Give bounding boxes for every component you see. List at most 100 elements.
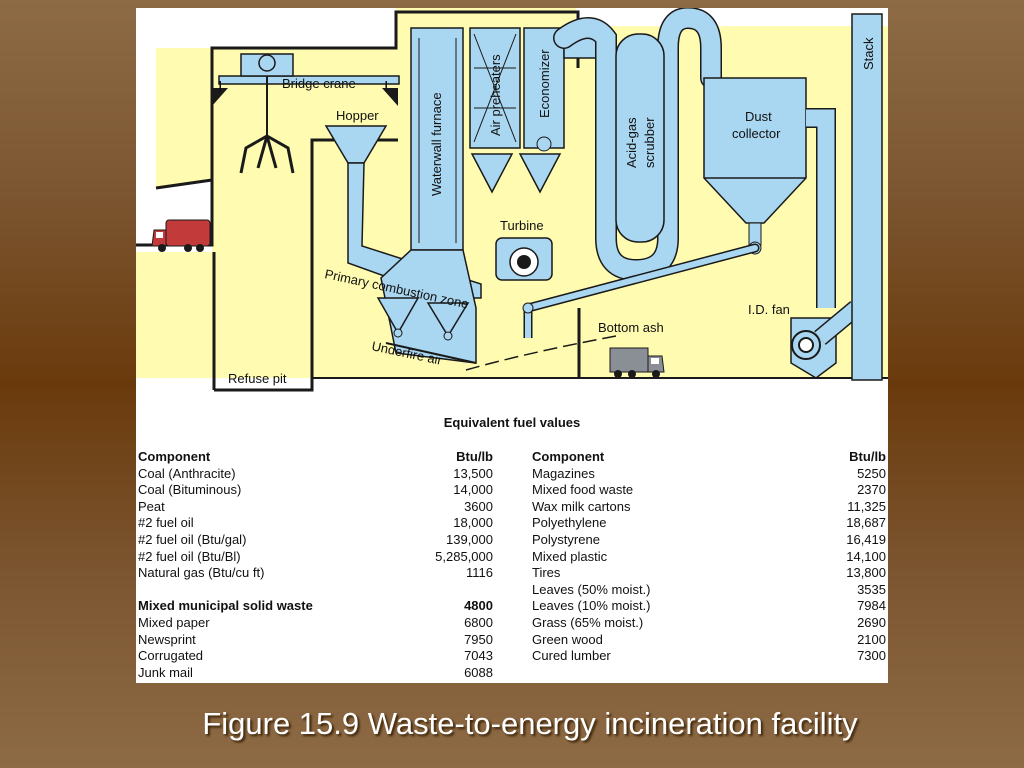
slide-caption: Figure 15.9 Waste-to-energy incineration… — [202, 706, 858, 741]
component-cell: Grass (65% moist.) — [532, 614, 644, 630]
header-value: Btu/lb — [456, 449, 493, 464]
label-bridge-crane: Bridge crane — [282, 76, 356, 91]
table-header-row: Component Btu/lb — [532, 449, 886, 466]
component-cell: Mixed paper — [138, 614, 210, 630]
table-row: Coal (Anthracite) 13,500 — [138, 466, 493, 483]
garbage-truck-icon — [151, 219, 211, 252]
component-cell: Green wood — [532, 631, 603, 647]
component-cell: Newsprint — [138, 631, 196, 647]
feed-chute — [347, 162, 482, 299]
component-cell: Tires — [532, 565, 561, 581]
btu-value-cell: 16,419 — [846, 531, 886, 547]
label-economizer: Economizer — [537, 49, 552, 118]
fuel-table-left: Component Btu/lb Coal (Anthracite) 13,500… — [138, 449, 493, 681]
ash-hopper-right — [518, 153, 562, 194]
building — [136, 8, 888, 378]
label-hopper: Hopper — [336, 108, 379, 123]
crane-rail-support-right — [382, 88, 398, 106]
svg-text:I: I — [384, 79, 388, 96]
label-stack: Stack — [861, 37, 876, 70]
label-air-preheaters: Air preheaters — [488, 54, 503, 136]
btu-value-cell: 5,285,000 — [435, 548, 493, 564]
ash-hopper-left — [470, 153, 514, 194]
btu-value-cell: 3535 — [857, 581, 886, 597]
btu-value-cell: 2690 — [857, 614, 886, 630]
table-row: Natural gas (Btu/cu ft) 1116 — [138, 565, 493, 582]
component-cell: #2 fuel oil — [138, 515, 194, 531]
btu-value-cell: 7984 — [857, 598, 886, 614]
btu-value-cell: 7043 — [464, 648, 493, 664]
component-cell: #2 fuel oil (Btu/gal) — [138, 531, 247, 547]
component-cell: Wax milk cartons — [532, 498, 631, 514]
msw-component: Mixed municipal solid waste — [138, 598, 313, 614]
table-row: Leaves (50% moist.) 3535 — [532, 582, 886, 599]
furnace-tubes — [418, 38, 457, 243]
incineration-facility-diagram: I I Bridge crane Hopper Waterwall furnac… — [136, 8, 888, 392]
table-header-row: Component Btu/lb — [138, 449, 493, 466]
turbine-icon — [495, 237, 553, 281]
component-cell: Leaves (50% moist.) — [532, 581, 651, 597]
underfire-hopper-left — [376, 297, 420, 335]
label-acid-gas-scrubber-line2: scrubber — [642, 117, 657, 168]
btu-value-cell: 1116 — [466, 565, 493, 581]
component-cell: Polystyrene — [532, 531, 600, 547]
component-cell: #2 fuel oil (Btu/Bl) — [138, 548, 241, 564]
component-cell: Mixed food waste — [532, 482, 634, 498]
table-row: Polystyrene 16,419 — [532, 532, 886, 549]
figure-panel: I I Bridge crane Hopper Waterwall furnac… — [136, 8, 888, 683]
btu-value-cell: 6088 — [464, 664, 493, 680]
crane-rail — [218, 75, 400, 85]
component-cell: Junk mail — [138, 664, 193, 680]
component-cell: Coal (Bituminous) — [138, 482, 242, 498]
stack — [851, 13, 883, 381]
crane-rail-support-left — [212, 88, 228, 106]
label-refuse-pit: Refuse pit — [228, 371, 287, 386]
acid-gas-scrubber — [615, 33, 665, 243]
header-component: Component — [532, 449, 605, 464]
component-cell: Mixed plastic — [532, 548, 608, 564]
table-row: #2 fuel oil (Btu/Bl) 5,285,000 — [138, 549, 493, 566]
component-cell: Coal (Anthracite) — [138, 465, 236, 481]
underfire-hopper-right — [426, 302, 470, 338]
btu-value-cell: 18,000 — [453, 515, 493, 531]
component-cell: Natural gas (Btu/cu ft) — [138, 565, 265, 581]
label-bottom-ash: Bottom ash — [598, 320, 664, 335]
btu-value-cell: 3600 — [464, 498, 493, 514]
table-row: Newsprint 7950 — [138, 632, 493, 649]
btu-value-cell: 7300 — [857, 648, 886, 664]
table-row: Cured lumber 7300 — [532, 648, 886, 665]
svg-text:I: I — [218, 79, 222, 96]
label-id-fan: I.D. fan — [748, 302, 790, 317]
bottom-ash-conveyor — [465, 335, 617, 371]
component-cell: Cured lumber — [532, 648, 611, 664]
table-row: Leaves (10% moist.)7984 — [532, 598, 886, 615]
btu-value-cell: 14,000 — [453, 482, 493, 498]
btu-value-cell: 139,000 — [446, 531, 493, 547]
btu-value-cell: 7950 — [464, 631, 493, 647]
economizer — [523, 27, 565, 149]
ash-truck-icon — [609, 347, 665, 378]
table-row: #2 fuel oil (Btu/gal) 139,000 — [138, 532, 493, 549]
btu-value-cell: 6800 — [464, 614, 493, 630]
fuel-table-title: Equivalent fuel values — [443, 415, 581, 430]
component-cell: Magazines — [532, 465, 595, 481]
label-turbine: Turbine — [500, 218, 544, 233]
msw-value: 4800 — [464, 598, 493, 614]
header-value: Btu/lb — [849, 449, 886, 464]
waterwall-furnace — [410, 27, 464, 251]
header-component: Component — [138, 449, 211, 464]
btu-value-cell: 18,687 — [846, 515, 886, 531]
btu-value-cell: 13,500 — [453, 465, 493, 481]
table-row: #2 fuel oil 18,000 — [138, 515, 493, 532]
